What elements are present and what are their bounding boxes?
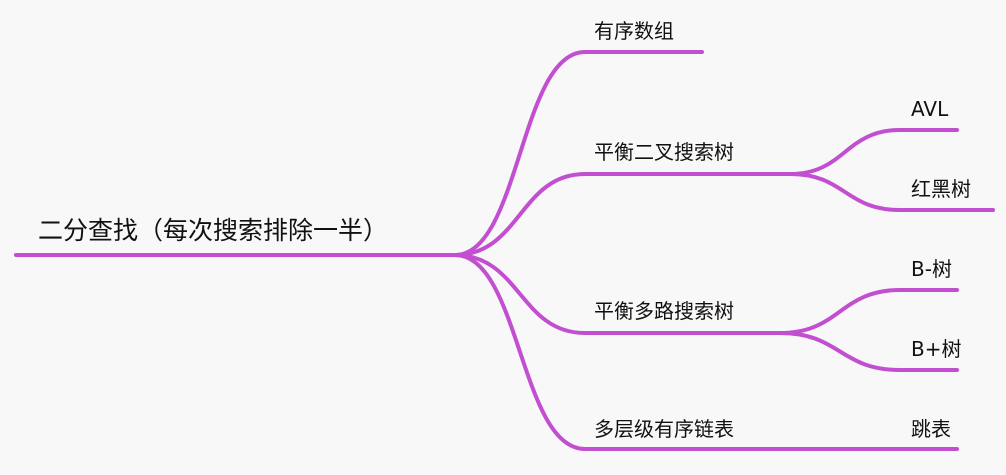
connector-leaf (788, 128, 902, 176)
connector-branch-1 (453, 50, 587, 257)
leaf-label: 红黑树 (911, 177, 971, 201)
leaf-label: B-树 (911, 257, 952, 281)
branch-label: 平衡多路搜索树 (594, 299, 734, 323)
branch-label: 平衡二叉搜索树 (594, 140, 734, 164)
connector-branch-3 (453, 253, 587, 335)
leaf-label: AVL (911, 97, 949, 121)
branch-node: 平衡二叉搜索树 AVL 红黑树 (583, 97, 995, 212)
branch-node: 平衡多路搜索树 B-树 B+树 (583, 257, 961, 372)
leaf-label: 跳表 (911, 417, 951, 441)
connector-branch-2 (453, 172, 587, 257)
connector-leaf (788, 172, 902, 212)
branch-label: 有序数组 (594, 19, 674, 43)
branch-node: 多层级有序链表 跳表 (583, 417, 959, 451)
root-label: 二分查找（每次搜索排除一半） (38, 216, 388, 245)
connector-branch-4 (453, 253, 587, 451)
root-connectors (453, 50, 587, 451)
connector-leaf (778, 288, 902, 335)
branch-node: 有序数组 (583, 19, 704, 54)
leaf-label: B+树 (911, 337, 961, 361)
root-node: 二分查找（每次搜索排除一半） (14, 216, 457, 257)
connector-leaf (778, 331, 902, 372)
branch-label: 多层级有序链表 (594, 417, 734, 441)
